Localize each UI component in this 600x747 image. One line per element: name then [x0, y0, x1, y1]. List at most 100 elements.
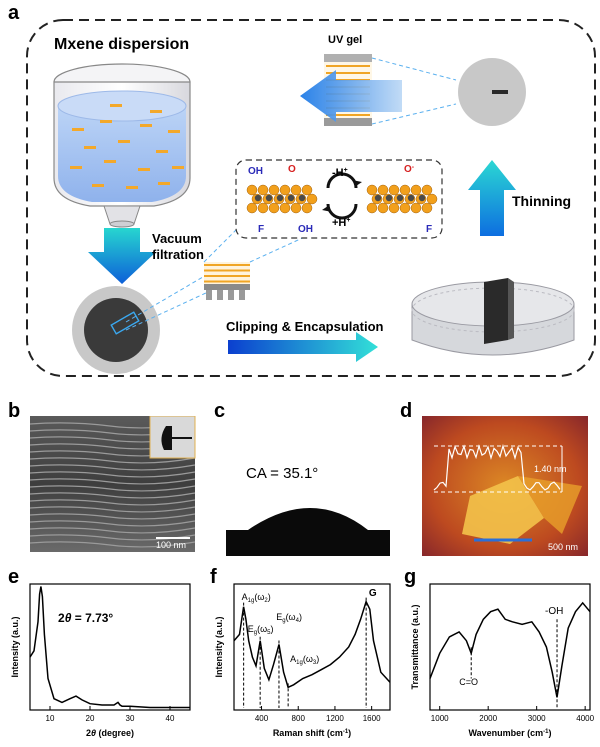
mxene-flake [140, 124, 152, 127]
mxene-dispersion-label: Mxene dispersion [54, 36, 189, 53]
x-tick-label: 40 [166, 714, 175, 723]
filtration-label: filtration [152, 247, 204, 262]
c-atom [287, 194, 295, 202]
encapsulation-cylinder [411, 278, 575, 356]
ti-atom [399, 184, 411, 196]
ti-atom [290, 202, 302, 214]
ti-atom [410, 184, 422, 196]
ti-atom [421, 202, 433, 214]
ti-atom [246, 202, 258, 214]
ti-atom [366, 202, 378, 214]
panel-c-contact-angle: CA = 35.1° [226, 465, 390, 556]
panel-d-letter: d [400, 400, 413, 422]
o-top-right: O- [404, 164, 415, 175]
plot-frame [29, 583, 191, 711]
ti-atom [399, 202, 411, 214]
c-atom [407, 194, 415, 202]
mxene-flake [104, 160, 116, 163]
ti-atom [377, 202, 389, 214]
c-atom [298, 194, 306, 202]
mxene-flake [84, 146, 96, 149]
clipping-arrow [228, 332, 378, 362]
vacuum-label: Vacuum [152, 231, 202, 246]
co-label: C=O [459, 677, 478, 687]
x-tick-label: 1000 [431, 714, 449, 723]
f-left: F [258, 224, 264, 235]
x-tick-label: 30 [126, 714, 135, 723]
mxene-flake [168, 130, 180, 133]
mxene-flake [156, 150, 168, 153]
ti-atom [366, 184, 378, 196]
x-tick-label: 400 [255, 714, 269, 723]
mxene-flake [92, 184, 104, 187]
mxene-flake [72, 128, 84, 131]
x-axis-label: Wavenumber (cm-1) [468, 728, 551, 738]
x-tick-label: 1200 [326, 714, 344, 723]
plus-h-label: +H+ [332, 217, 350, 229]
x-axis-label: Raman shift (cm-1) [273, 728, 351, 738]
ti-atom [257, 184, 269, 196]
afm-height-label: 1.40 nm [534, 464, 567, 474]
y-axis-label: Transmittance (a.u.) [410, 604, 420, 689]
c-atom [265, 194, 273, 202]
c-atom [276, 194, 284, 202]
afm-scale-label: 500 nm [548, 542, 578, 552]
c-atom [418, 194, 426, 202]
x-tick-label: 20 [86, 714, 95, 723]
y-axis-label: Intensity (a.u.) [214, 616, 224, 677]
surface-chemistry-inset: -H+ +H+ OH O F OH O- F [235, 159, 443, 239]
ti-atom [268, 202, 280, 214]
ti-atom [377, 184, 389, 196]
peak-label: Eg(ω5) [248, 624, 274, 636]
ti-atom [388, 184, 400, 196]
panel-e-letter: e [8, 566, 20, 588]
mxene-flake [118, 140, 130, 143]
mxene-flake [70, 166, 82, 169]
panel-d-afm-image: 1.40 nm 500 nm [422, 416, 588, 556]
minus-h-label: -H+ [332, 167, 348, 179]
c-atom [254, 194, 262, 202]
thinning-arrow [468, 160, 516, 236]
ti-atom [388, 202, 400, 214]
mxene-flake [126, 186, 138, 189]
panel-a-letter: a [8, 2, 20, 24]
ti-atom [421, 184, 433, 196]
peak-label: Eg(ω4) [276, 612, 302, 624]
x-tick-label: 4000 [576, 714, 594, 723]
ti-atom [426, 193, 438, 205]
mxene-flakes [70, 104, 184, 189]
plot-frame [233, 583, 391, 711]
panel-c-letter: c [214, 400, 226, 422]
panel-a-schematic: Mxene dispersion Vacuum filtration -H+ +… [26, 19, 596, 377]
ti-atom [268, 184, 280, 196]
panel-g-letter: g [404, 566, 417, 588]
uv-gel-arrow [300, 70, 402, 122]
vacuum-filtration-arrow [88, 228, 156, 284]
ti-atom [301, 202, 313, 214]
two-theta-annotation: 2θ = 7.73° [58, 611, 113, 625]
ti-atom [410, 202, 422, 214]
peak-g-label: G [369, 588, 377, 599]
peak-label: A1g(ω3) [290, 654, 319, 666]
peak-label: A1g(ω2) [242, 592, 271, 604]
panel-f-letter: f [210, 566, 217, 588]
x-tick-label: 1600 [363, 714, 381, 723]
panel-a-dashed-frame [26, 19, 596, 377]
ti-atom [279, 184, 291, 196]
series-line [233, 599, 391, 689]
ti-atom [306, 193, 318, 205]
mxene-flake [150, 110, 162, 113]
ti-atom [246, 184, 258, 196]
c-atom [374, 194, 382, 202]
oh-label: -OH [545, 606, 563, 617]
mxene-flake [138, 168, 150, 171]
panel-b-letter: b [8, 400, 21, 422]
sem-scale-label: 100 nm [156, 540, 186, 550]
x-axis-label: 2θ (degree) [86, 728, 134, 738]
mxene-flake [158, 182, 170, 185]
x-tick-label: 800 [292, 714, 306, 723]
ti-atom [257, 202, 269, 214]
layered-stack-small [203, 229, 321, 300]
